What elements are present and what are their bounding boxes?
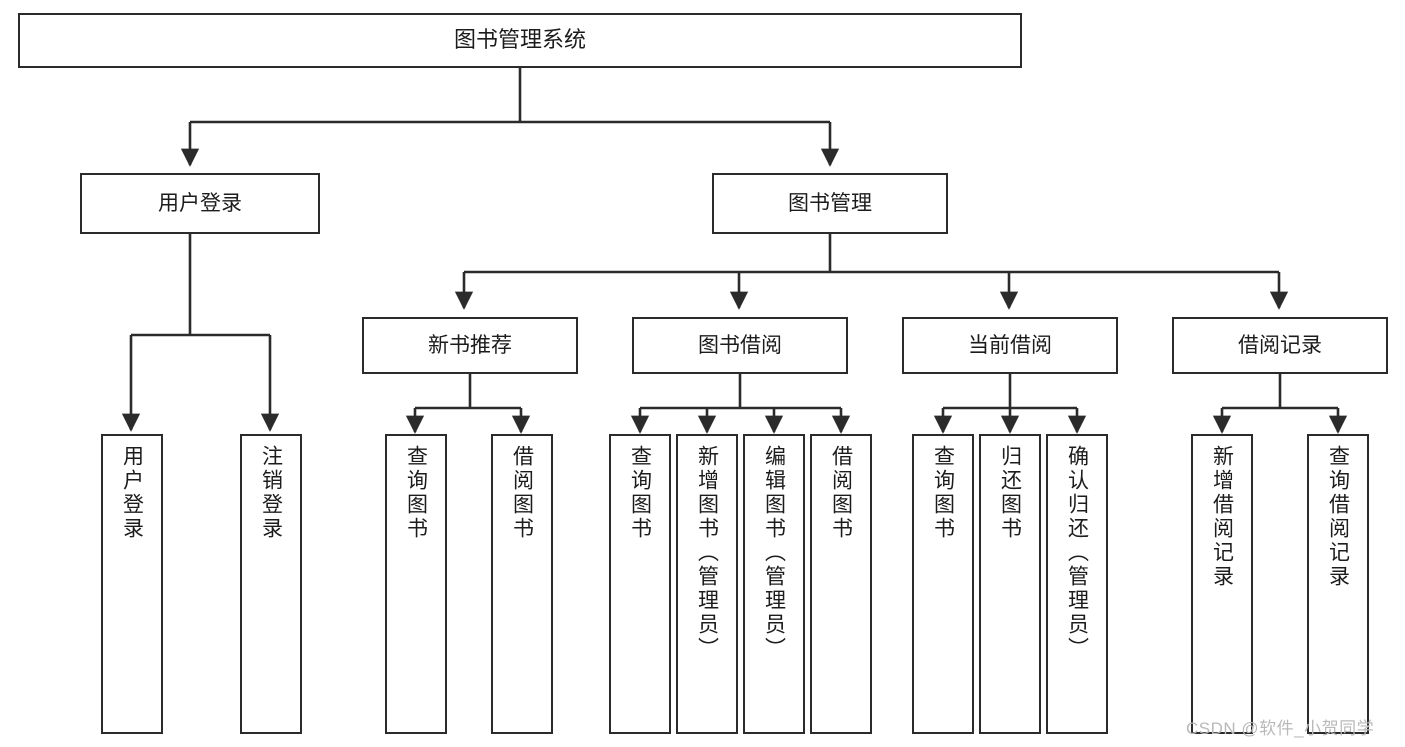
leaf-borrow-books-borrow-label: 借阅图书 — [829, 445, 853, 541]
node-user-login-label: 用户登录 — [158, 191, 242, 215]
node-new-book-recommend-label: 新书推荐 — [428, 333, 512, 357]
leaf-confirm-return-admin[interactable]: 确认归还（管理员） — [1046, 434, 1108, 734]
leaf-query-books-borrow[interactable]: 查询图书 — [609, 434, 671, 734]
leaf-edit-book-admin-label: 编辑图书（管理员） — [762, 445, 786, 661]
node-current-borrow-label: 当前借阅 — [968, 333, 1052, 357]
leaf-return-books-label: 归还图书 — [998, 445, 1022, 541]
leaf-logout-label: 注销登录 — [259, 445, 283, 541]
node-borrow-records[interactable]: 借阅记录 — [1172, 317, 1388, 374]
leaf-query-borrow-record-label: 查询借阅记录 — [1326, 445, 1350, 589]
leaf-return-books[interactable]: 归还图书 — [979, 434, 1041, 734]
node-book-borrow-label: 图书借阅 — [698, 333, 782, 357]
node-book-management-label: 图书管理 — [788, 191, 872, 215]
leaf-query-books-current[interactable]: 查询图书 — [912, 434, 974, 734]
leaf-user-login[interactable]: 用户登录 — [101, 434, 163, 734]
node-book-management[interactable]: 图书管理 — [712, 173, 948, 234]
node-book-borrow[interactable]: 图书借阅 — [632, 317, 848, 374]
leaf-user-login-label: 用户登录 — [120, 445, 144, 541]
node-root[interactable]: 图书管理系统 — [18, 13, 1022, 68]
leaf-borrow-books-borrow[interactable]: 借阅图书 — [810, 434, 872, 734]
node-current-borrow[interactable]: 当前借阅 — [902, 317, 1118, 374]
leaf-borrow-books-newbook[interactable]: 借阅图书 — [491, 434, 553, 734]
node-new-book-recommend[interactable]: 新书推荐 — [362, 317, 578, 374]
node-user-login[interactable]: 用户登录 — [80, 173, 320, 234]
leaf-query-books-current-label: 查询图书 — [931, 445, 955, 541]
leaf-query-books-borrow-label: 查询图书 — [628, 445, 652, 541]
leaf-query-borrow-record[interactable]: 查询借阅记录 — [1307, 434, 1369, 734]
leaf-query-books-newbook[interactable]: 查询图书 — [385, 434, 447, 734]
leaf-add-book-admin-label: 新增图书（管理员） — [695, 445, 719, 661]
node-root-label: 图书管理系统 — [453, 27, 586, 53]
leaf-borrow-books-newbook-label: 借阅图书 — [510, 445, 534, 541]
leaf-add-book-admin[interactable]: 新增图书（管理员） — [676, 434, 738, 734]
leaf-add-borrow-record-label: 新增借阅记录 — [1210, 445, 1234, 589]
leaf-add-borrow-record[interactable]: 新增借阅记录 — [1191, 434, 1253, 734]
leaf-logout[interactable]: 注销登录 — [240, 434, 302, 734]
leaf-edit-book-admin[interactable]: 编辑图书（管理员） — [743, 434, 805, 734]
leaf-query-books-newbook-label: 查询图书 — [404, 445, 428, 541]
node-borrow-records-label: 借阅记录 — [1238, 333, 1322, 357]
leaf-confirm-return-admin-label: 确认归还（管理员） — [1065, 445, 1089, 661]
watermark: CSDN @软件_小贺同学 — [1186, 719, 1375, 738]
